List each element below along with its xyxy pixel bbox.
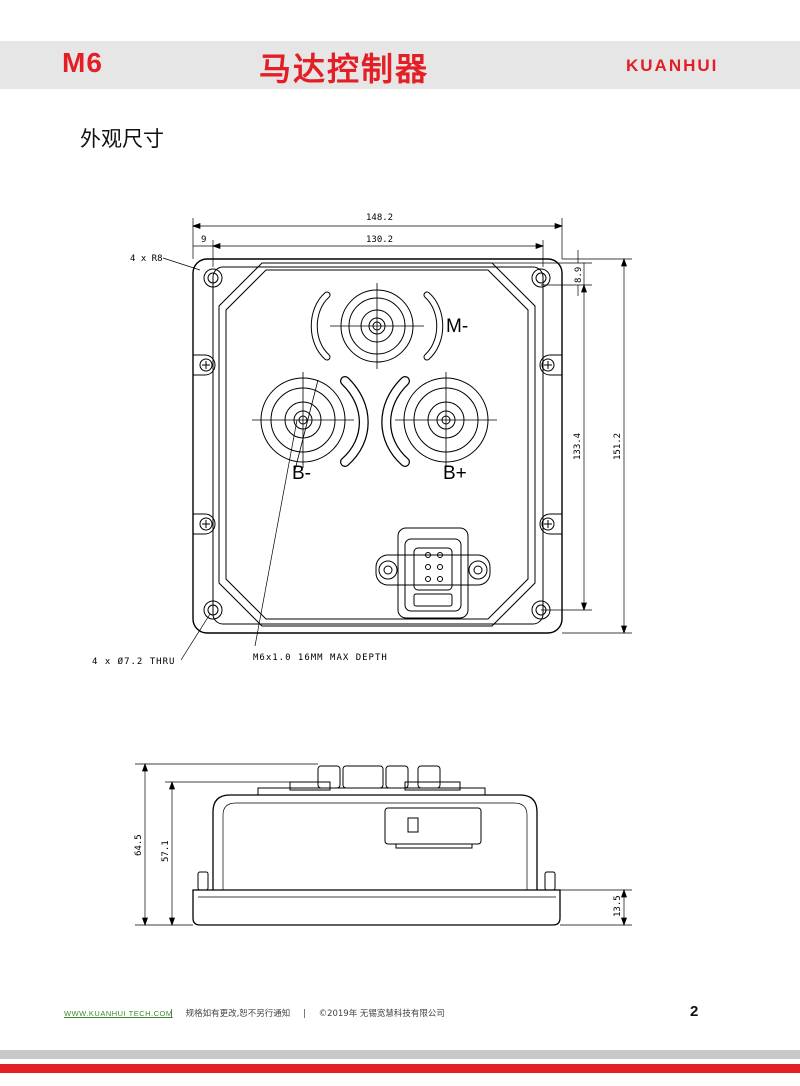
dim-base-height: 13.5 (613, 895, 623, 917)
dimension-lines-side (135, 762, 632, 927)
terminal-battery-plus (395, 372, 497, 468)
footer-change-notice: 规格如有更改,恕不另行通知 (185, 1009, 291, 1019)
footer-notes: | 规格如有更改,恕不另行通知 | ©2019年 无锡宽慧科技有限公司 (170, 1007, 455, 1019)
label-motor-minus: M- (446, 316, 468, 337)
section-title: 外观尺寸 (80, 127, 164, 151)
footer-rule-gray (0, 1050, 800, 1059)
housing-outline (192, 258, 563, 634)
document-title: 马达控制器 (259, 50, 430, 88)
footer-copyright: ©2019年 无锡宽慧科技有限公司 (318, 1009, 445, 1019)
lid-outline (218, 262, 536, 627)
terminal-motor-minus (310, 283, 444, 369)
footer-website-link[interactable]: WWW.KUANHUI TECH.COM (64, 1009, 173, 1018)
top-view (162, 218, 632, 661)
housing-body (212, 794, 538, 890)
model-label: M6 (62, 47, 103, 78)
dim-edge-offset: 9 (201, 235, 206, 245)
dim-overall-width: 148.2 (366, 213, 393, 223)
callout-thread: M6x1.0 16MM MAX DEPTH (253, 653, 388, 663)
flange-outline (212, 266, 544, 625)
side-screws (193, 354, 562, 535)
callout-thru-holes: 4 x Ø7.2 THRU (92, 656, 175, 667)
dim-top-offset: 8.9 (574, 267, 584, 283)
label-battery-minus: B- (292, 463, 311, 484)
brand-name: KUANHUI (626, 56, 719, 75)
dimension-lines-top (162, 218, 632, 661)
callout-corner-radius: 4 x R8 (130, 254, 163, 264)
signal-connector (375, 527, 491, 619)
technical-drawing: 148.2 130.2 9 4 x R8 8.9 133.4 151.2 M- … (92, 213, 632, 927)
base-plate (192, 889, 561, 926)
footer-rule-red (0, 1064, 800, 1073)
label-battery-plus: B+ (443, 463, 467, 484)
lid-inner-outline (225, 269, 529, 620)
terminal-battery-minus (252, 372, 354, 471)
side-connector (384, 807, 482, 845)
dim-total-height: 64.5 (134, 834, 144, 856)
footer-separator: | (170, 1009, 173, 1019)
footer-separator: | (303, 1009, 306, 1019)
dim-inner-height: 133.4 (573, 433, 583, 460)
dim-body-height: 57.1 (161, 840, 171, 862)
page-number: 2 (690, 1003, 699, 1020)
side-view (192, 765, 561, 926)
dim-inner-width: 130.2 (366, 235, 393, 245)
dim-overall-height: 151.2 (613, 433, 623, 460)
mounting-holes (203, 268, 551, 620)
header-band (0, 41, 800, 89)
cooling-slots (340, 376, 410, 467)
